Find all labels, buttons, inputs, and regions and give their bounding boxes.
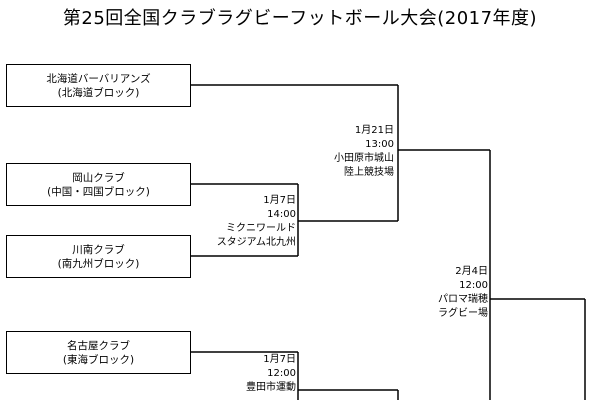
match-venue: 陸上競技場 [344, 167, 394, 178]
team-block: (北海道ブロック) [57, 86, 140, 99]
match-venue: 小田原市城山 [334, 153, 394, 164]
match-venue: ラグビー場 [438, 308, 488, 319]
team-name: 岡山クラブ [72, 171, 125, 184]
match-time: 14:00 [267, 209, 296, 220]
team-box-nagoya: 名古屋クラブ (東海ブロック) [6, 331, 191, 374]
match-info-jan21: 1月21日 13:00 小田原市城山 陸上競技場 [318, 124, 394, 180]
match-info-feb4: 2月4日 12:00 パロマ瑞穂 ラグビー場 [418, 265, 488, 321]
team-name: 川南クラブ [72, 243, 125, 256]
match-venue: 豊田市運動 [246, 382, 296, 393]
team-name: 北海道バーバリアンズ [46, 72, 151, 85]
match-venue: パロマ瑞穂 [438, 294, 488, 305]
match-date: 1月7日 [263, 354, 296, 365]
team-name: 名古屋クラブ [67, 339, 130, 352]
match-date: 1月21日 [354, 125, 394, 136]
match-time: 13:00 [365, 139, 394, 150]
team-block: (南九州ブロック) [57, 257, 140, 270]
match-venue: スタジアム北九州 [216, 237, 296, 248]
match-time: 12:00 [459, 280, 488, 291]
match-date: 2月4日 [455, 266, 488, 277]
match-time: 12:00 [267, 368, 296, 379]
match-venue: ミクニワールド [226, 223, 296, 234]
team-block: (中国・四国ブロック) [47, 185, 150, 198]
team-box-kawaminami: 川南クラブ (南九州ブロック) [6, 235, 191, 278]
match-info-jan7-1400: 1月7日 14:00 ミクニワールド スタジアム北九州 [198, 194, 296, 250]
match-date: 1月7日 [263, 195, 296, 206]
tournament-title: 第25回全国クラブラグビーフットボール大会(2017年度) [62, 8, 538, 29]
match-info-jan7-1200: 1月7日 12:00 豊田市運動 [240, 353, 296, 395]
team-box-okayama: 岡山クラブ (中国・四国ブロック) [6, 163, 191, 206]
team-block: (東海ブロック) [62, 353, 135, 366]
team-box-hokkaido: 北海道バーバリアンズ (北海道ブロック) [6, 64, 191, 107]
